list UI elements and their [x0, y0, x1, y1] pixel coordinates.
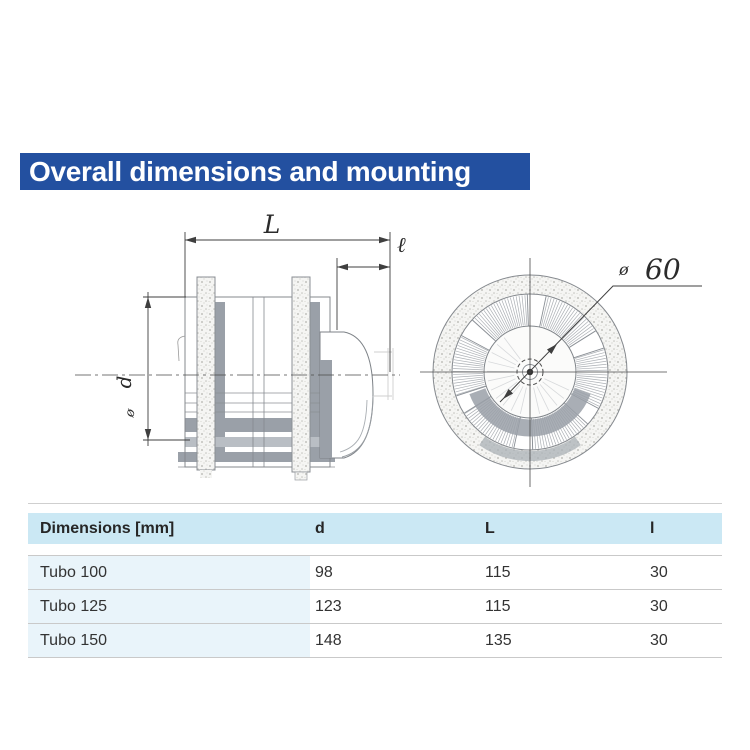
dimensions-drawing: L ℓ d ø	[75, 210, 702, 487]
label-d: d	[112, 376, 136, 389]
foam-plate-left	[196, 276, 216, 471]
table-row: Tubo 150 148 135 30	[28, 623, 722, 657]
motor-cap	[319, 331, 374, 459]
col-header-d: d	[310, 513, 480, 555]
value-L: 115	[480, 555, 645, 589]
value-L: 135	[480, 623, 645, 657]
label-dia-value: 60	[645, 253, 681, 286]
value-d: 148	[310, 623, 480, 657]
foam-plate-right	[291, 276, 311, 473]
model-name: Tubo 125	[28, 589, 310, 623]
table-header-row: Dimensions [mm] d L l	[28, 513, 722, 555]
label-L: L	[263, 210, 281, 239]
col-header-l: l	[645, 513, 722, 555]
front-view: ø 60	[420, 253, 702, 487]
value-l: 30	[645, 623, 722, 657]
label-d-dia-symbol: ø	[122, 407, 139, 420]
label-dia-symbol: ø	[618, 260, 629, 279]
model-name: Tubo 150	[28, 623, 310, 657]
label-l: ℓ	[397, 233, 406, 257]
model-name: Tubo 100	[28, 555, 310, 589]
table-row: Tubo 125 123 115 30	[28, 589, 722, 623]
col-header-L: L	[480, 513, 645, 555]
value-l: 30	[645, 555, 722, 589]
table-row: Tubo 100 98 115 30	[28, 555, 722, 589]
value-l: 30	[645, 589, 722, 623]
dimensions-table: Dimensions [mm] d L l Tubo 100 98 115 30…	[28, 503, 722, 658]
value-L: 115	[480, 589, 645, 623]
col-header-dimensions: Dimensions [mm]	[28, 513, 310, 555]
value-d: 98	[310, 555, 480, 589]
side-view: L ℓ d ø	[75, 210, 406, 481]
dia-leader-line	[499, 285, 702, 403]
dimension-arrows	[144, 236, 390, 440]
section-title: Overall dimensions and mounting	[20, 153, 530, 190]
value-d: 123	[310, 589, 480, 623]
